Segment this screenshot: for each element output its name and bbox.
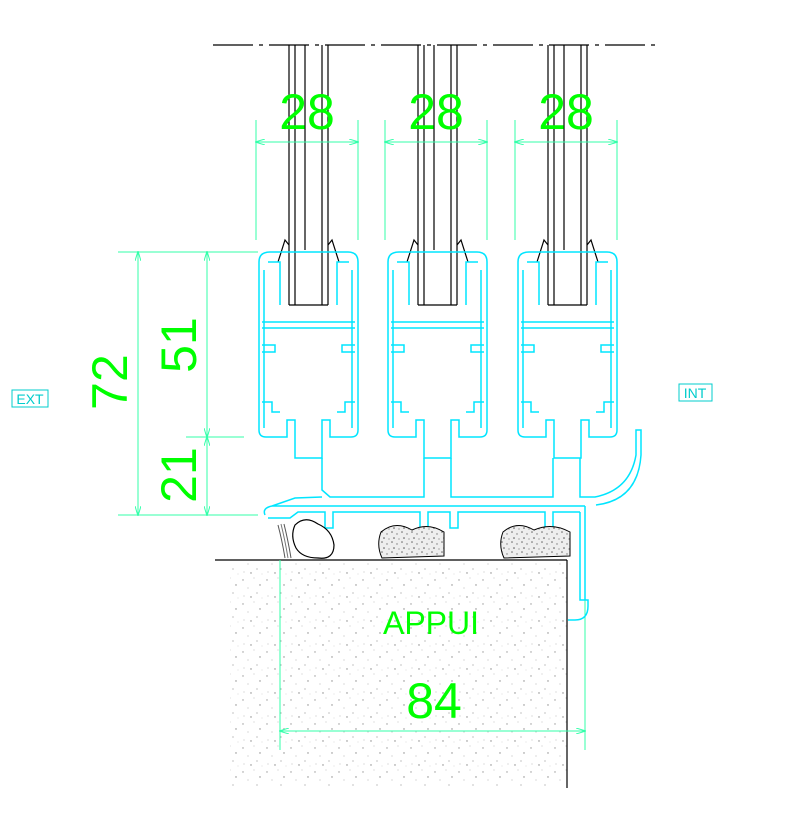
sill-width-label: 84: [406, 673, 462, 729]
panel-1: 28: [256, 45, 358, 459]
brush-seal: [277, 523, 292, 559]
sill-width-dimension: [280, 560, 585, 750]
gasket-2: [378, 525, 445, 559]
upper-height-label: 51: [151, 317, 207, 373]
panel-width-label: 28: [408, 84, 464, 140]
interior-tag: INT: [678, 383, 713, 402]
total-height-label: 72: [82, 354, 138, 410]
sill-label: APPUI: [383, 605, 479, 641]
height-dimensions: [118, 252, 258, 515]
panel-3: 28: [515, 45, 617, 459]
gasket-3: [500, 525, 571, 559]
bottom-frame-profile: [263, 429, 642, 621]
panel-width-label: 28: [538, 84, 594, 140]
gasket-1: [292, 519, 335, 559]
exterior-tag: EXT: [11, 389, 49, 408]
lower-height-label: 21: [151, 447, 207, 503]
panel-width-label: 28: [279, 84, 335, 140]
svg-text:EXT: EXT: [16, 391, 44, 407]
svg-text:INT: INT: [684, 385, 707, 401]
sill-block: [215, 559, 568, 788]
panel-2: 28: [385, 45, 487, 459]
